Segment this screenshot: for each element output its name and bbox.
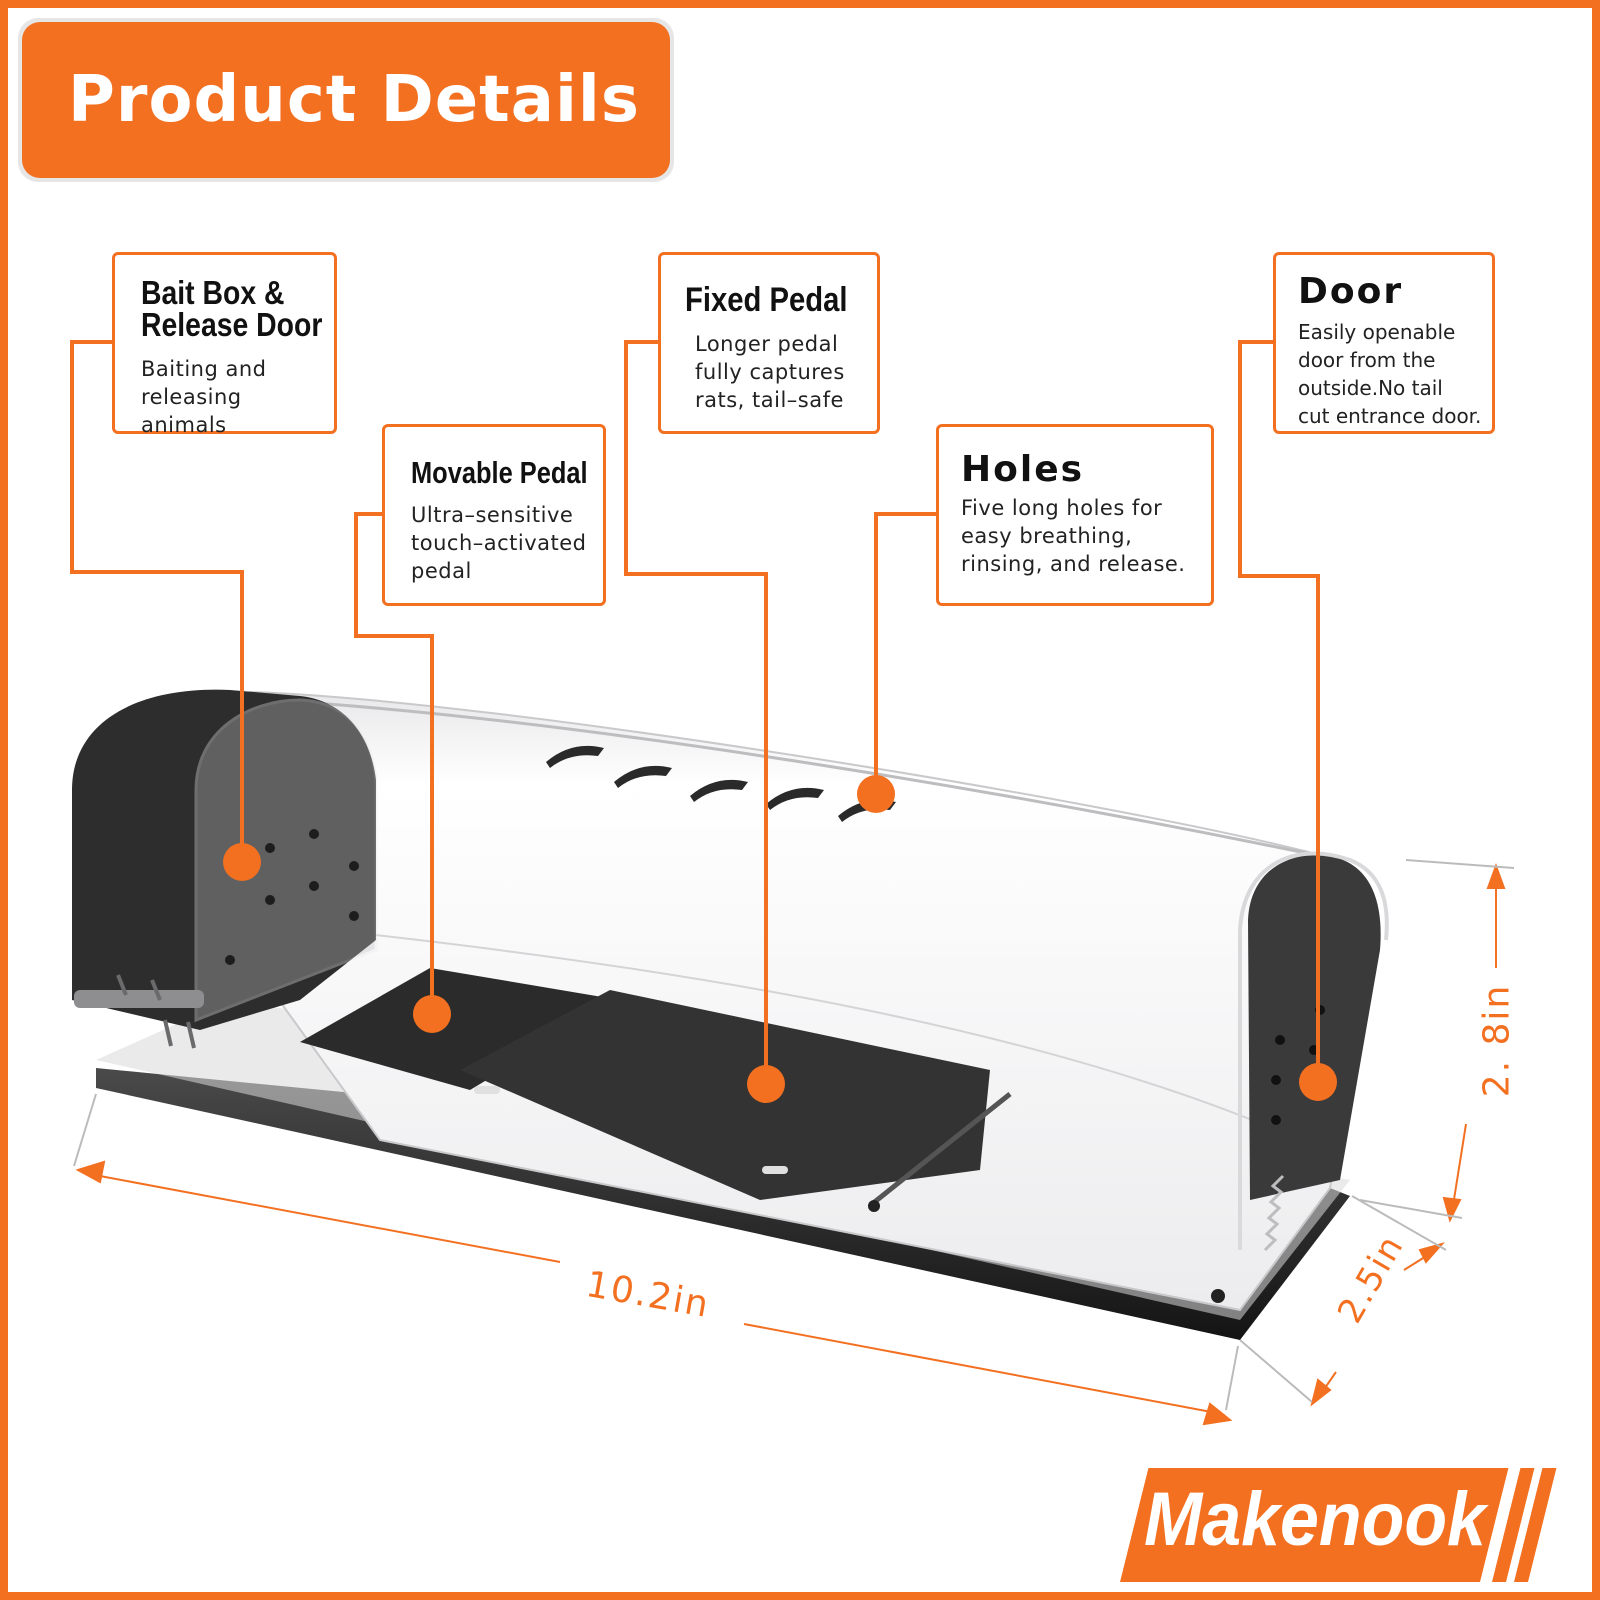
callout-dots [223, 775, 1337, 1103]
rod-end [868, 1200, 880, 1212]
brand-name: Makenook [1144, 1477, 1486, 1562]
dim-length-arrow-right [1202, 1402, 1233, 1426]
dim-depth-guide-top [1351, 1195, 1447, 1251]
dim-guide-left [73, 1093, 97, 1167]
callout-fixed-pedal: Fixed Pedal Longer pedal fully captures … [658, 252, 880, 434]
dot-bait [223, 843, 261, 881]
callout-holes: Holes Five long holes for easy breathing… [936, 424, 1214, 606]
callout-bait-desc-line2: releasing animals [141, 385, 242, 437]
dim-depth-arrow-bottom [1310, 1378, 1332, 1407]
tube-bottom-edge [329, 929, 1301, 1141]
leader-door [1238, 340, 1320, 1082]
dot-fixed [747, 1065, 785, 1103]
door-spring [1263, 1174, 1285, 1252]
callout-fixed-desc-line1: Longer pedal [695, 332, 839, 356]
dim-guide-right [1225, 1345, 1239, 1411]
callout-bait-title: Bait Box & Release Door [141, 274, 323, 343]
pedal-slot [762, 1166, 788, 1174]
hinge-hook [116, 974, 196, 1049]
dim-height-arrow-bottom [1442, 1196, 1462, 1223]
dot-door [1299, 1063, 1337, 1101]
dim-height-line-bottom [1451, 1123, 1467, 1213]
brand-logo: Makenook [1120, 1468, 1557, 1582]
page-title: Product Details [68, 63, 640, 137]
callout-holes-title: Holes [961, 449, 1085, 490]
callout-door-desc-line3: outside.No tail [1298, 376, 1443, 400]
door-pin [1211, 1289, 1225, 1303]
dimension-height-label: 2. 8in [1476, 983, 1518, 1098]
pedal-rod [870, 1092, 1012, 1206]
bait-box-holes [225, 829, 359, 965]
tube-top-edge [269, 698, 1321, 858]
callout-movable-desc-line1: Ultra–sensitive [411, 503, 574, 527]
callout-holes-desc-line1: Five long holes for [961, 496, 1163, 520]
callout-bait-title-line1: Bait Box & [141, 274, 285, 311]
hinge [74, 990, 204, 1008]
callout-holes-desc: Five long holes for easy breathing, rins… [961, 494, 1211, 578]
callout-fixed-desc-line2: fully captures [695, 360, 845, 384]
callout-holes-desc-line3: rinsing, and release. [961, 552, 1186, 576]
title-badge: Product Details [22, 22, 670, 178]
leader-fixed [624, 340, 768, 1082]
callout-bait-desc-line1: Baiting and [141, 357, 267, 381]
callout-fixed-desc-line3: rats, tail–safe [695, 388, 844, 412]
callout-movable-desc-line3: pedal [411, 559, 472, 583]
dim-length-line-right [743, 1323, 1223, 1415]
callout-door-title: Door [1298, 271, 1404, 312]
fixed-pedal-shape [460, 990, 990, 1200]
callout-door-desc-line1: Easily openable [1298, 320, 1456, 344]
callout-fixed-desc: Longer pedal fully captures rats, tail–s… [685, 330, 877, 414]
dim-height-arrow-top [1486, 863, 1506, 889]
dim-height-guide-top [1405, 859, 1515, 869]
dim-length-line-left [99, 1175, 561, 1263]
leader-holes [874, 512, 936, 792]
pedal-slot [474, 1086, 500, 1094]
dim-length-arrow-left [75, 1160, 106, 1184]
movable-pedal-shape [300, 968, 620, 1090]
callout-bait-desc: Baiting and releasing animals [141, 355, 334, 439]
entrance-door-frame [1238, 851, 1389, 1250]
callout-door-desc-line2: door from the [1298, 348, 1436, 372]
dim-depth-guide-bottom [1239, 1339, 1313, 1403]
callout-movable-pedal: Movable Pedal Ultra–sensitive touch–acti… [382, 424, 606, 606]
dot-holes [857, 775, 895, 813]
callout-door-desc-line4: cut entrance door. [1298, 404, 1482, 428]
dim-depth-arrow-top [1418, 1242, 1445, 1264]
dot-movable [413, 995, 451, 1033]
entrance-door [1248, 854, 1381, 1200]
callout-door: Door Easily openable door from the outsi… [1273, 252, 1495, 434]
callout-fixed-title: Fixed Pedal [685, 281, 848, 319]
leader-bait [70, 340, 244, 862]
callout-bait-title-line2: Release Door [141, 306, 323, 343]
callout-holes-desc-line2: easy breathing, [961, 524, 1133, 548]
dimension-lines [73, 859, 1515, 1426]
callout-bait-box: Bait Box & Release Door Baiting and rele… [112, 252, 337, 437]
dim-height-guide-bottom [1359, 1199, 1463, 1219]
callout-movable-title: Movable Pedal [411, 455, 588, 490]
callout-movable-desc-line2: touch–activated [411, 531, 587, 555]
callout-movable-desc: Ultra–sensitive touch–activated pedal [411, 501, 603, 585]
callout-door-desc: Easily openable door from the outside.No… [1298, 318, 1492, 430]
leader-lines [70, 340, 1320, 1082]
leader-movable [354, 512, 434, 1010]
